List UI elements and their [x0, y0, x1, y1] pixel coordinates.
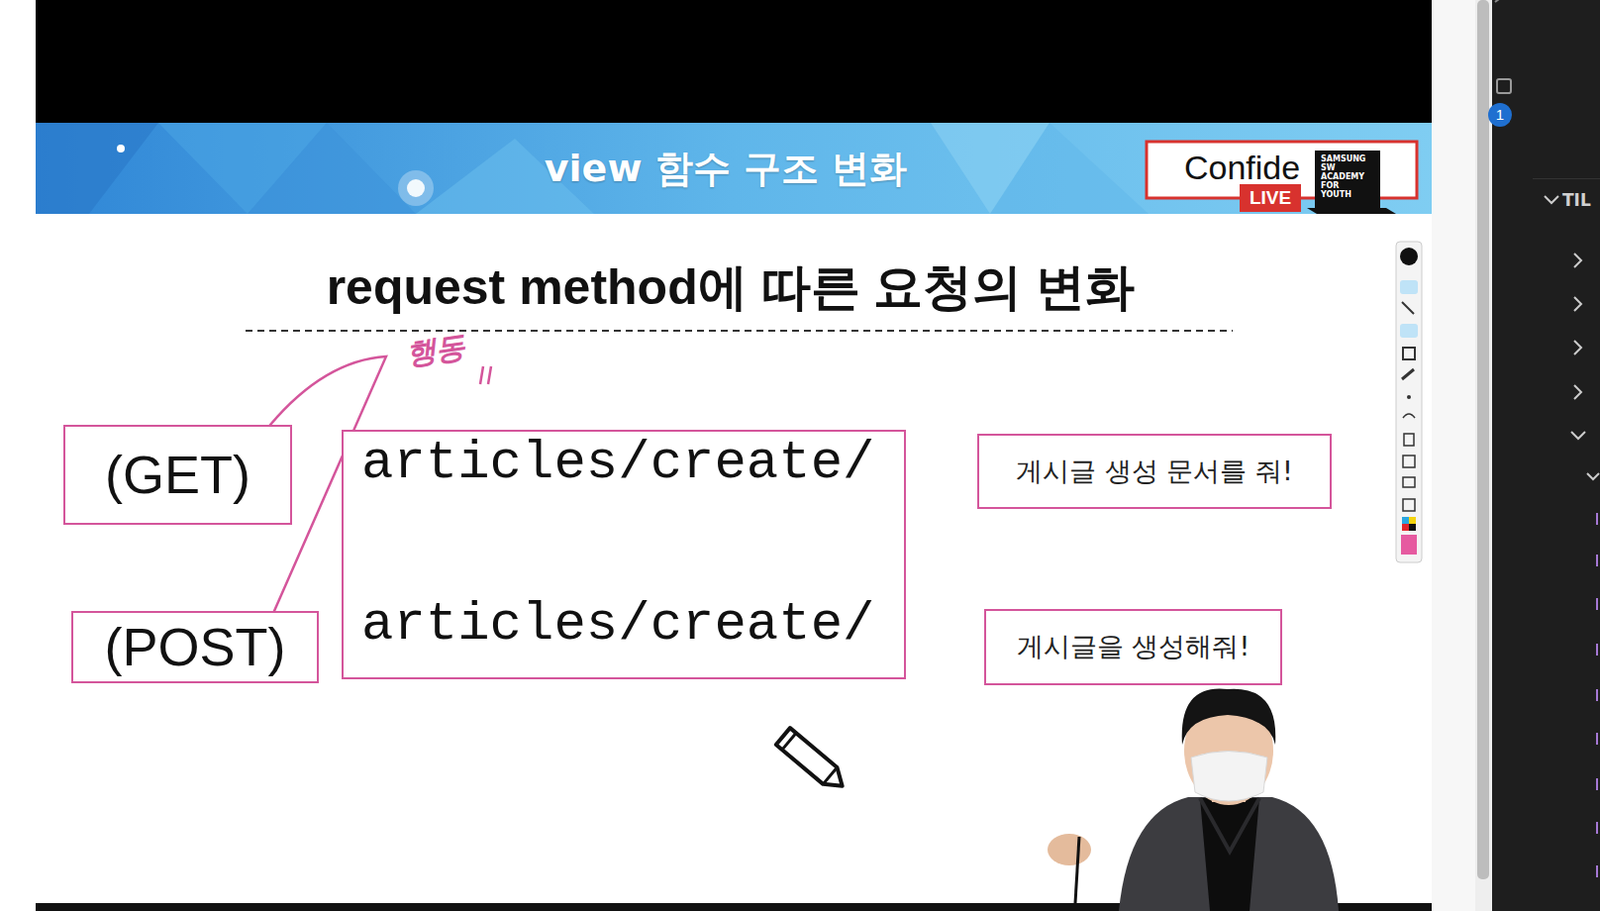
- box-text: (GET): [104, 443, 251, 505]
- live-tag: LIVE: [1239, 184, 1301, 212]
- box-text: 게시글 생성 문서를 줘!: [1015, 455, 1294, 488]
- handwritten-note: 행동: [402, 326, 468, 376]
- slide-heading: request method에 따른 요청의 변화: [326, 254, 1136, 321]
- watermark-text: Confide: [1184, 148, 1300, 188]
- academy-logo: SAMSUNG SW ACADEMY FOR YOUTH: [1314, 150, 1381, 208]
- folder-name: TIL: [1562, 190, 1592, 210]
- method-box: (POST): [71, 610, 319, 684]
- slide-header-title: view 함수 구조 변화: [544, 143, 907, 195]
- box-text: articles/create/: [361, 595, 875, 654]
- description-box: 게시글 생성 문서를 줘!: [977, 433, 1332, 509]
- box-text: articles/create/: [361, 433, 875, 493]
- box-text: 게시글을 생성해줘!: [1016, 630, 1250, 663]
- box-text: (POST): [104, 615, 287, 678]
- description-box: 게시글을 생성해줘!: [984, 608, 1283, 686]
- method-box: (GET): [63, 424, 293, 525]
- notification-badge: 1: [1488, 102, 1512, 127]
- url-box: articles/create/articles/create/: [341, 429, 906, 680]
